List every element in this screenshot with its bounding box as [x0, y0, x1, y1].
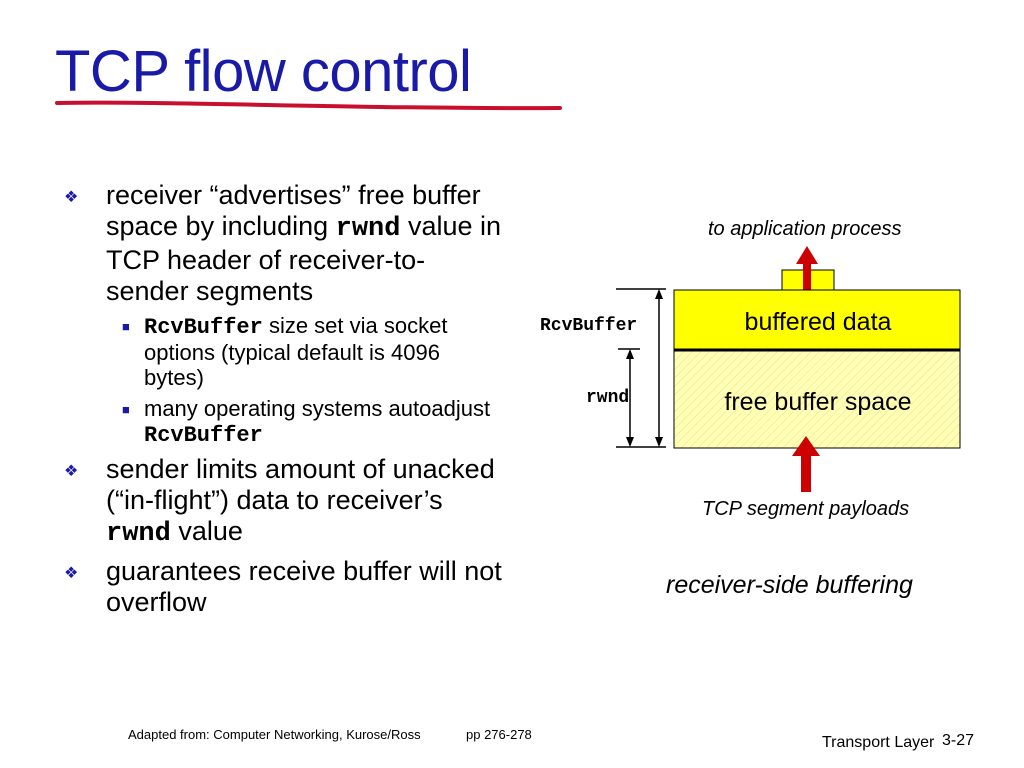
- rwnd-label: rwnd: [586, 388, 630, 408]
- rcvbuffer-code: RcvBuffer: [144, 423, 263, 448]
- buffered-data-label: buffered data: [744, 308, 892, 336]
- sub-bullet-autoadjust: ■ many operating systems autoadjust RcvB…: [122, 396, 491, 448]
- bullet-square-icon: ■: [122, 319, 130, 334]
- free-buffer-space-label: free buffer space: [724, 388, 912, 416]
- sub-bullet-rcvbuffer-size: ■ RcvBuffer size set via socket options …: [122, 313, 448, 390]
- rwnd-code: rwnd: [106, 519, 171, 549]
- tcp-segment-payloads-label: TCP segment payloads: [702, 498, 910, 520]
- bullet-square-icon: ■: [122, 402, 130, 417]
- to-application-label: to application process: [708, 218, 902, 240]
- diagram-caption: receiver-side buffering: [666, 571, 913, 599]
- up-arrow-icon: [796, 246, 818, 290]
- rcvbuffer-dimension: [616, 288, 666, 448]
- slide-number: 3-27: [942, 732, 975, 749]
- rcvbuffer-code: RcvBuffer: [144, 315, 263, 340]
- free-buffer-region: [673, 349, 961, 449]
- bullet-list: ❖ receiver “advertises” free buffer spac…: [64, 180, 504, 624]
- rcvbuffer-label: RcvBuffer: [540, 316, 638, 336]
- title-underline: [55, 100, 562, 111]
- bullet-diamond-icon: ❖: [64, 463, 79, 480]
- pages-footer: pp 276-278: [466, 727, 532, 742]
- credit-footer: Adapted from: Computer Networking, Kuros…: [128, 727, 421, 742]
- slide-title: TCP flow control: [55, 39, 472, 104]
- bullet-sender-limits: ❖ sender limits amount of unacked (“in-f…: [64, 454, 495, 549]
- section-footer: Transport Layer: [822, 734, 935, 751]
- bullet-diamond-icon: ❖: [64, 189, 79, 206]
- bullet-diamond-icon: ❖: [64, 565, 79, 582]
- rwnd-code: rwnd: [335, 214, 401, 244]
- bullet-guarantees: ❖ guarantees receive buffer will not ove…: [64, 556, 502, 617]
- incoming-arrow-icon: [792, 436, 820, 492]
- rwnd-dimension: [618, 348, 640, 447]
- bullet-receiver-advertises: ❖ receiver “advertises” free buffer spac…: [64, 180, 502, 306]
- buffered-data-region: [673, 289, 961, 351]
